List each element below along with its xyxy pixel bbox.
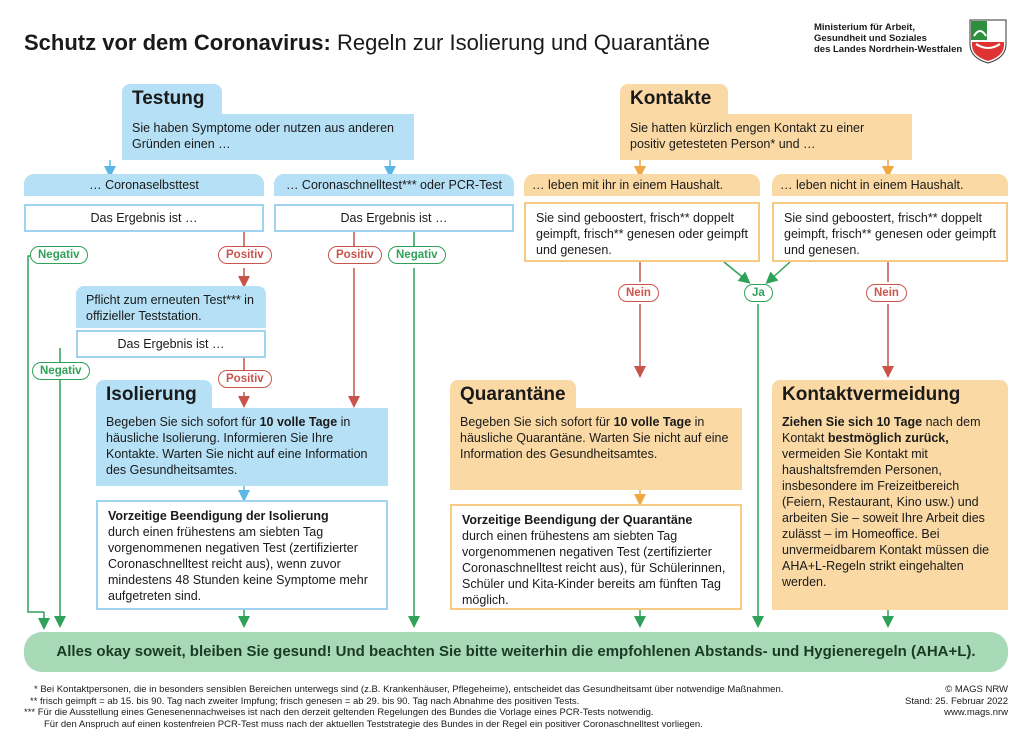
footnotes: * Bei Kontaktpersonen, die in besonders … [24, 684, 884, 730]
positiv-tag: Positiv [218, 246, 272, 264]
retest-result-question: Das Ergebnis ist … [76, 330, 266, 358]
page-title: Schutz vor dem Coronavirus: Regeln zur I… [24, 30, 710, 55]
testung-header: Testung [122, 84, 222, 114]
nein-tag: Nein [618, 284, 659, 302]
footnote: ** frisch geimpft = ab 15. bis 90. Tag n… [30, 695, 580, 707]
quarantaene-text: Begeben Sie sich sofort für 10 volle Tag… [450, 408, 742, 490]
isolierung-header: Isolierung [96, 380, 212, 410]
nrw-crest-icon [969, 19, 1007, 64]
negativ-tag: Negativ [32, 362, 90, 380]
household-no-option: … leben nicht in einem Haushalt. [772, 174, 1008, 196]
household-yes-option: … leben mit ihr in einem Haushalt. [524, 174, 760, 196]
footnote: * Bei Kontaktpersonen, die in besonders … [34, 684, 784, 695]
negativ-tag: Negativ [388, 246, 446, 264]
footnote: Für den Anspruch auf einen kostenfreien … [44, 718, 703, 730]
ja-tag: Ja [744, 284, 773, 302]
self-test-option: … Coronaselbsttest [24, 174, 264, 196]
kontakte-header: Kontakte [620, 84, 728, 114]
footnote: *** Für die Ausstellung eines Genesenenn… [24, 707, 654, 718]
kontaktvermeidung-text: Ziehen Sie sich 10 Tage nach dem Kontakt… [772, 408, 1008, 610]
self-test-result-question: Das Ergebnis ist … [24, 204, 264, 232]
negativ-tag: Negativ [30, 246, 88, 264]
retest-duty: Pflicht zum erneuten Test*** in offiziel… [76, 286, 266, 328]
boosted-question-no-household: Sie sind geboostert, frisch** doppelt ge… [772, 202, 1008, 262]
isolierung-text: Begeben Sie sich sofort für 10 volle Tag… [96, 408, 388, 486]
kontaktvermeidung-header: Kontaktvermeidung [772, 380, 1008, 410]
boosted-question-household: Sie sind geboostert, frisch** doppelt ge… [524, 202, 760, 262]
quarantaene-header: Quarantäne [450, 380, 576, 410]
positiv-tag: Positiv [218, 370, 272, 388]
testung-intro: Sie haben Symptome oder nutzen aus ander… [122, 114, 414, 160]
final-message: Alles okay soweit, bleiben Sie gesund! U… [24, 632, 1008, 672]
rapid-pcr-result-question: Das Ergebnis ist … [274, 204, 514, 232]
ministry-name: Ministerium für Arbeit,Gesundheit und So… [814, 22, 963, 55]
nein-tag: Nein [866, 284, 907, 302]
kontakte-intro: Sie hatten kürzlich engen Kontakt zu ein… [620, 114, 912, 160]
positiv-tag: Positiv [328, 246, 382, 264]
rapid-pcr-option: … Coronaschnelltest*** oder PCR-Test [274, 174, 514, 196]
